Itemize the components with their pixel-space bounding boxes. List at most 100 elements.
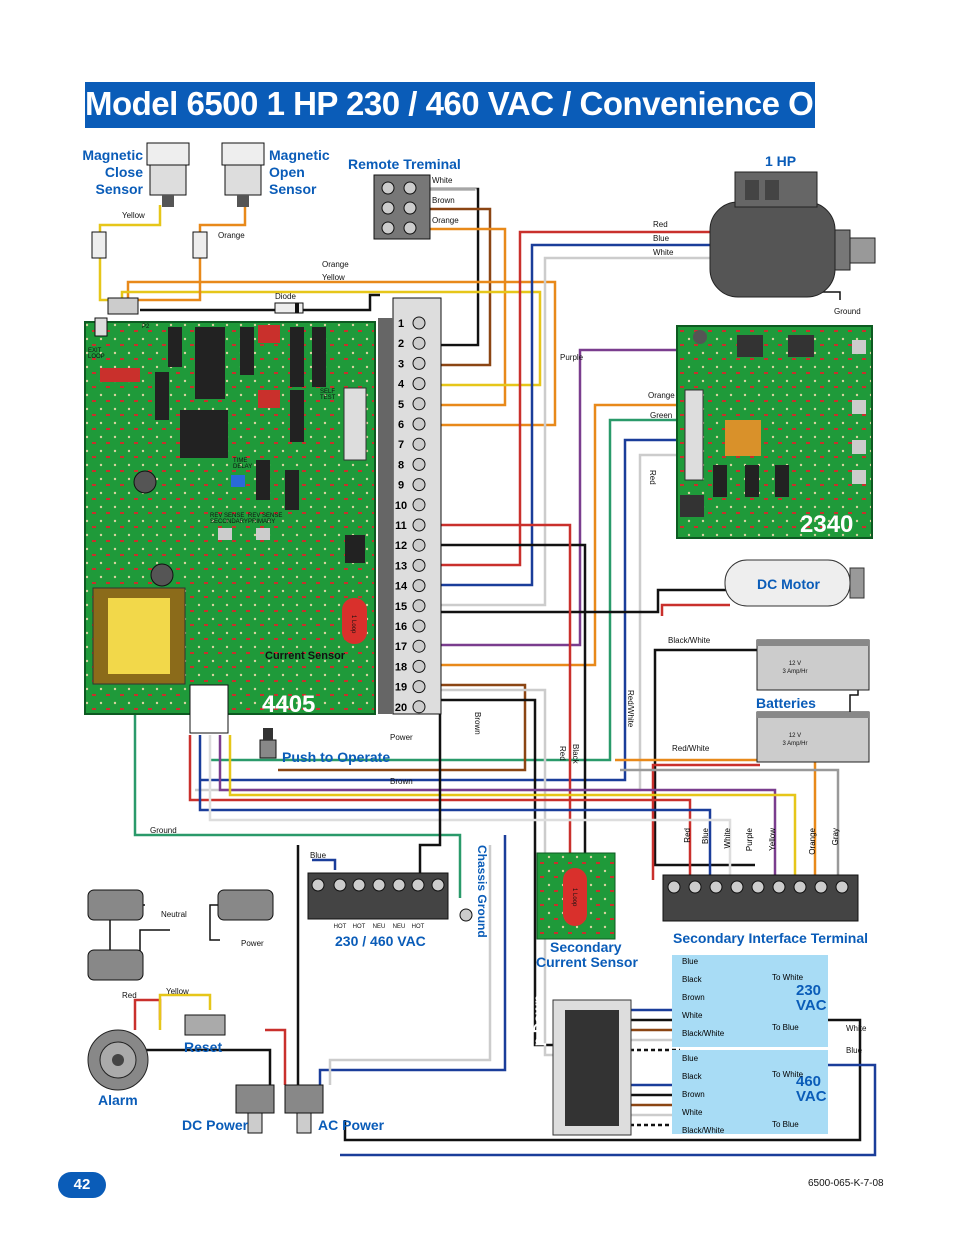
magnetic-close-sensor	[146, 142, 190, 207]
push-to-operate-switch	[259, 728, 277, 759]
label-secondary-2: Current Sensor	[536, 954, 638, 970]
chassis-ground-lug	[459, 908, 473, 922]
terminal-screw	[412, 538, 426, 552]
battery-2-voltage: 12 V	[789, 733, 801, 739]
terminal-number: 13	[395, 560, 407, 572]
label-230-460-vac: 230 / 460 VAC	[335, 933, 426, 949]
label-230-vac: VAC	[796, 997, 827, 1014]
wire-label-motor-white: White	[653, 248, 674, 257]
label-magnetic-open-1: Magnetic	[269, 147, 330, 163]
component-labels: Magnetic Close Sensor Magnetic Open Sens…	[82, 147, 868, 1133]
wire-label-motor-red: Red	[653, 220, 668, 229]
terminal-screw	[412, 437, 426, 451]
interface-wire-label: Orange	[808, 827, 817, 854]
wire-label-red-white-v: Red/White	[626, 690, 635, 728]
time-delay-2: DELAY	[233, 464, 252, 470]
label-magnetic-close-3: Sensor	[96, 181, 144, 197]
reset-switch	[184, 1014, 226, 1036]
wire-label-white: White	[432, 176, 453, 185]
label-secondary-1: Secondary	[550, 939, 622, 955]
label-current-sensor: Current Sensor	[265, 650, 346, 662]
terminal-screw	[412, 558, 426, 572]
terminal-number: 7	[398, 439, 404, 451]
battery-ratings: 12 V 3 Amp/Hr 12 V 3 Amp/Hr	[782, 661, 807, 747]
diode	[274, 302, 304, 314]
wire-label-diode: Diode	[275, 292, 296, 301]
ac-motor	[709, 171, 876, 298]
wire-label-yellow-top: Yellow	[322, 273, 345, 282]
wire-label-motor-ground: Ground	[834, 307, 861, 316]
label-push-to-operate: Push to Operate	[282, 749, 390, 765]
terminal-number: 8	[398, 459, 404, 471]
interface-wire-label: Gray	[831, 828, 840, 845]
wire-label-power-alarm: Power	[241, 939, 264, 948]
transformer-tap-label: Black	[682, 975, 703, 984]
page-title: Model 6500 1 HP 230 / 460 VAC / Convenie…	[85, 85, 871, 122]
label-magnetic-open-2: Open	[269, 164, 305, 180]
dc-motor	[724, 559, 865, 607]
rev-sense-primary-1: REV SENSE	[248, 513, 282, 519]
interface-screw	[835, 880, 849, 894]
pt-hot-3: HOT	[412, 924, 425, 930]
board-small-labels: TIME DELAY SELF TEST REV SENSE SECONDARY…	[88, 324, 336, 525]
magnetic-open-sensor	[221, 142, 265, 207]
terminal-number: 19	[395, 682, 407, 694]
terminal-number: 4	[398, 379, 405, 391]
wire-label-yellow-sensor: Yellow	[122, 211, 145, 220]
alarm-contacts	[87, 889, 274, 981]
power-terminal-labels: HOT HOT NEU NEU HOT	[334, 924, 425, 930]
vac-460-panel	[672, 1050, 828, 1134]
step-down-transformer	[552, 999, 632, 1136]
label-board-2340: 2340	[800, 511, 853, 538]
interface-wire-label: Blue	[701, 827, 710, 844]
rev-sense-secondary-1: REV SENSE	[210, 513, 244, 519]
transformer-tap-label: Brown	[682, 993, 705, 1002]
terminal-screw	[412, 417, 426, 431]
terminal-number: 20	[395, 702, 407, 714]
terminal-screw	[412, 457, 426, 471]
control-board-4405	[84, 317, 376, 734]
terminal-screw	[412, 478, 426, 492]
interface-wire-label: Yellow	[768, 828, 777, 851]
terminal-number: 16	[395, 621, 407, 633]
terminal-strip	[378, 297, 442, 715]
title-bar: Model 6500 1 HP 230 / 460 VAC / Convenie…	[85, 82, 871, 128]
label-magnetic-open-3: Sensor	[269, 181, 317, 197]
label-motor-hp: 1 HP	[765, 153, 796, 169]
wire-label-green: Green	[650, 411, 672, 420]
interface-screw	[793, 880, 807, 894]
terminal-screw	[412, 377, 426, 391]
p2-label: P2	[142, 324, 150, 330]
loop-labels: 1 Loop 1 Loop	[350, 615, 577, 907]
terminal-screw	[412, 639, 426, 653]
interface-wire-label: Red	[683, 828, 692, 843]
exit-loop-1: EXIT	[88, 348, 102, 354]
label-alarm: Alarm	[98, 1092, 138, 1108]
terminal-number: 12	[395, 540, 407, 552]
page-number: 42	[58, 1172, 106, 1198]
terminal-screw	[412, 518, 426, 532]
wire-label-brown-bottom: Brown	[390, 777, 413, 786]
transformer-tap-label: Black	[682, 1072, 703, 1081]
terminal-screw	[412, 579, 426, 593]
pt-neu-1: NEU	[373, 924, 386, 930]
self-test-1: SELF	[320, 389, 335, 395]
wire-label-blue-right: Blue	[846, 1046, 863, 1055]
interface-screw	[772, 880, 786, 894]
terminal-number: 15	[395, 601, 407, 613]
ac-power-switch	[284, 1084, 324, 1134]
terminal-number: 9	[398, 480, 404, 492]
terminal-number: 1	[398, 318, 404, 330]
wire-label-black-v: Black	[571, 744, 580, 765]
label-230: 230	[796, 982, 821, 999]
wire-label-purple: Purple	[560, 353, 584, 362]
interface-screw	[751, 880, 765, 894]
wire-label-orange-top: Orange	[322, 260, 349, 269]
rev-sense-secondary-2: SECONDARY	[210, 519, 248, 525]
label-magnetic-close-2: Close	[105, 164, 143, 180]
rev-sense-primary-2: PRIMARY	[248, 519, 275, 525]
